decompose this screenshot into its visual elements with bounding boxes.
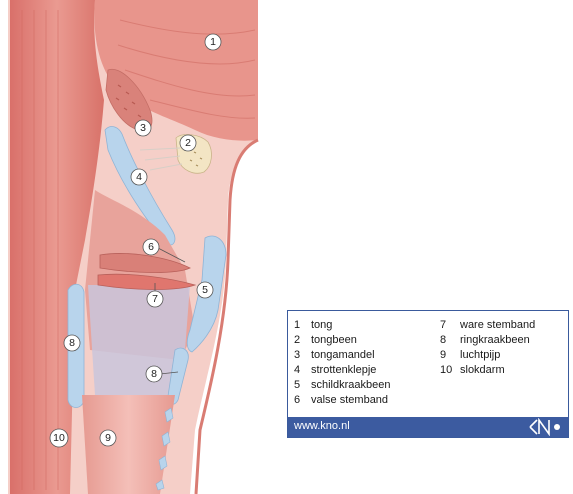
legend-label: luchtpijp xyxy=(460,349,501,361)
svg-text:4: 4 xyxy=(136,171,142,183)
svg-text:9: 9 xyxy=(105,432,111,444)
site-url-link[interactable]: www.kno.nl xyxy=(294,420,350,432)
callout-8-anterior: 8 xyxy=(145,365,163,383)
leader-8b xyxy=(159,371,179,375)
epiglottis xyxy=(104,126,176,246)
callout-5: 5 xyxy=(196,281,214,299)
tongue-fibers xyxy=(117,19,256,119)
kno-logo-icon xyxy=(529,418,560,436)
legend-number: 5 xyxy=(294,379,301,391)
svg-text:7: 7 xyxy=(152,293,158,305)
legend-number: 6 xyxy=(294,394,301,406)
false-vocal-fold xyxy=(99,253,191,273)
hyoepiglottic-ligament xyxy=(139,147,183,171)
legend-label: tongbeen xyxy=(311,334,357,346)
legend-item: 6 valse stemband xyxy=(294,394,388,406)
legend-item: 5 schildkraakbeen xyxy=(294,379,391,391)
legend-item: 4 strottenklepje xyxy=(294,364,376,376)
esophagus xyxy=(10,0,104,494)
legend-item: 8 ringkraakbeen xyxy=(440,334,530,346)
legend-item: 3 tongamandel xyxy=(294,349,375,361)
trachea xyxy=(82,395,175,494)
legend-footer: www.kno.nl xyxy=(288,417,568,437)
callout-9: 9 xyxy=(99,429,117,447)
subglottic-area xyxy=(88,285,190,395)
tracheal-rings xyxy=(155,407,174,491)
legend-label: ware stemband xyxy=(460,319,536,331)
legend-label: strottenklepje xyxy=(311,364,377,376)
legend-item: 9 luchtpijp xyxy=(440,349,500,361)
legend-number: 2 xyxy=(294,334,301,346)
legend-item: 1 tong xyxy=(294,319,332,331)
legend-list: 1 tong 2 tongbeen 3 tongamandel 4 strottenklepj… xyxy=(294,319,564,411)
callout-7: 7 xyxy=(146,290,164,308)
callout-3: 3 xyxy=(134,119,152,137)
svg-text:2: 2 xyxy=(185,137,191,149)
legend-number: 10 xyxy=(440,364,453,376)
legend-number: 4 xyxy=(294,364,301,376)
svg-text:6: 6 xyxy=(148,241,154,253)
callout-8-posterior: 8 xyxy=(63,334,81,352)
callout-1: 1 xyxy=(204,33,222,51)
legend-label: ringkraakbeen xyxy=(460,334,530,346)
anterior-neck-skin xyxy=(194,138,259,494)
svg-text:1: 1 xyxy=(210,36,216,48)
legend-panel: 1 tong 2 tongbeen 3 tongamandel 4 strottenklepj… xyxy=(287,310,569,438)
svg-text:10: 10 xyxy=(53,432,65,444)
legend-label: schildkraakbeen xyxy=(311,379,391,391)
legend-number: 7 xyxy=(440,319,447,331)
leader-6 xyxy=(157,247,186,263)
legend-label: tong xyxy=(311,319,333,331)
callout-6: 6 xyxy=(142,238,160,256)
tonsil-texture xyxy=(115,84,142,118)
legend-label: valse stemband xyxy=(311,394,389,406)
legend-label: slokdarm xyxy=(460,364,505,376)
legend-label: tongamandel xyxy=(311,349,375,361)
legend-number: 3 xyxy=(294,349,301,361)
legend-number: 8 xyxy=(440,334,447,346)
svg-text:3: 3 xyxy=(140,122,146,134)
legend-item: 2 tongbeen xyxy=(294,334,357,346)
svg-text:5: 5 xyxy=(202,284,208,296)
svg-text:8: 8 xyxy=(69,337,75,349)
callout-10: 10 xyxy=(49,428,69,448)
svg-text:8: 8 xyxy=(151,368,157,380)
true-vocal-fold xyxy=(97,273,197,290)
legend-item: 10 slokdarm xyxy=(440,364,505,376)
callout-2: 2 xyxy=(179,134,197,152)
callout-4: 4 xyxy=(130,168,148,186)
esophagus-fibers xyxy=(21,10,59,490)
legend-number: 1 xyxy=(294,319,301,331)
legend-item: 7 ware stemband xyxy=(440,319,535,331)
legend-number: 9 xyxy=(440,349,447,361)
